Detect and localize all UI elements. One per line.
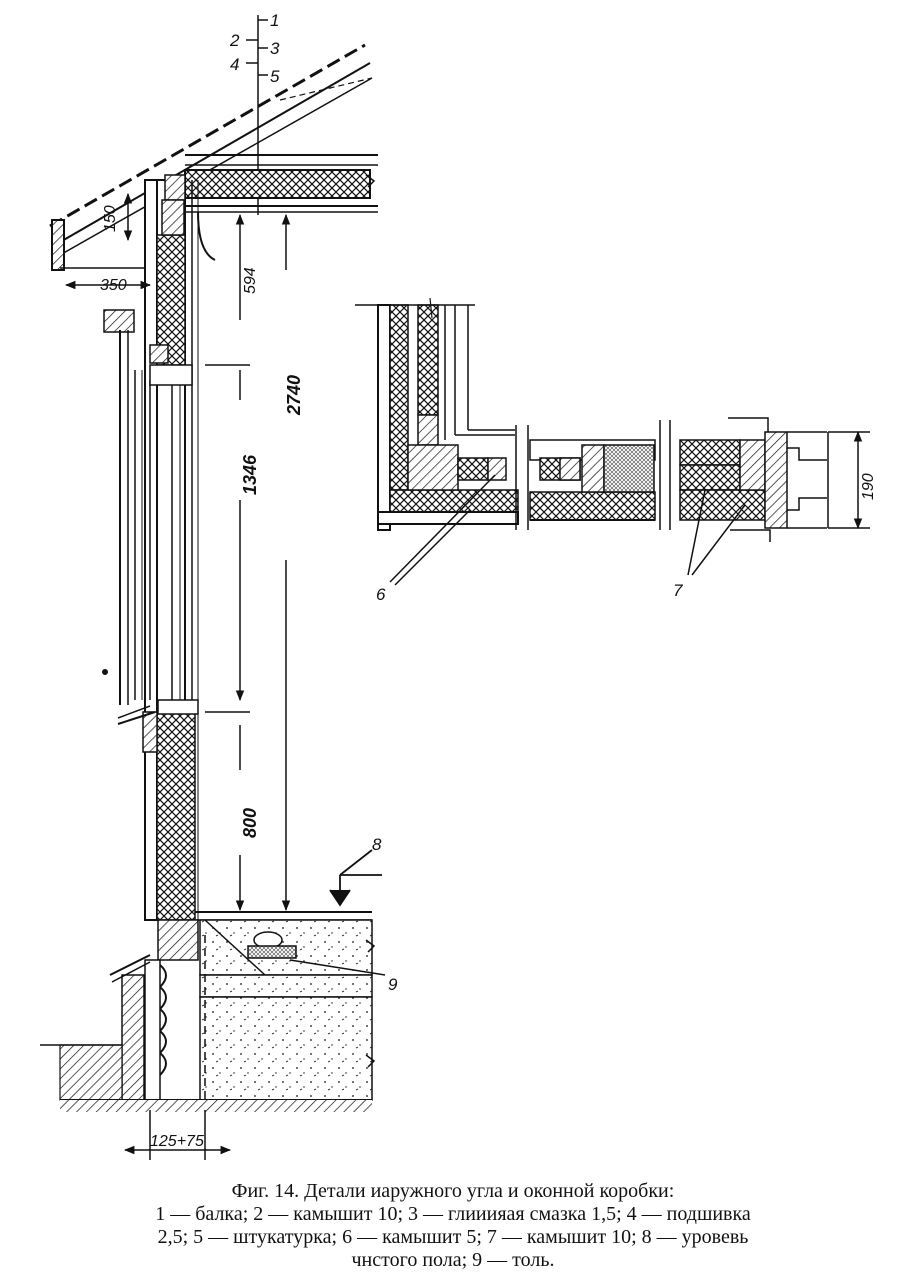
floor-level-marker bbox=[329, 849, 382, 907]
dim-190-lines bbox=[828, 430, 870, 530]
floor-foundation bbox=[40, 911, 376, 1112]
dim-125-75: 125+75 bbox=[150, 1133, 204, 1150]
caption-legend-line-1: 1 — балка; 2 — камышит 10; 3 — глииияая … bbox=[155, 1203, 751, 1225]
dim-350: 350 bbox=[100, 277, 127, 294]
label-2: 2 bbox=[229, 31, 240, 50]
label-4: 4 bbox=[230, 55, 239, 74]
label-6: 6 bbox=[376, 585, 386, 604]
label-7: 7 bbox=[673, 581, 683, 600]
dim-190: 190 bbox=[860, 473, 877, 500]
vertical-dimensions bbox=[64, 192, 291, 912]
label-3: 3 bbox=[270, 39, 280, 58]
window-frame bbox=[102, 309, 199, 725]
dim-594: 594 bbox=[242, 267, 259, 294]
dim-150: 150 bbox=[102, 205, 119, 232]
label-8: 8 bbox=[372, 835, 382, 854]
bottom-dimension bbox=[123, 1110, 232, 1160]
caption-legend-line-2: 2,5; 5 — штукатурка; 6 — камышит 5; 7 — … bbox=[157, 1226, 749, 1248]
caption-legend-line-3: чнстого пола; 9 — толь. bbox=[351, 1249, 555, 1271]
caption-title: Фиг. 14. Детали иаружного угла и оконной… bbox=[231, 1180, 675, 1202]
label-5: 5 bbox=[270, 67, 280, 86]
ceiling bbox=[184, 154, 378, 261]
corner-detail-plan bbox=[355, 297, 829, 542]
main-wall bbox=[142, 174, 199, 921]
dim-800: 800 bbox=[240, 808, 260, 838]
leaders-6-7 bbox=[389, 474, 746, 586]
label-1: 1 bbox=[270, 11, 279, 30]
leader-9 bbox=[289, 959, 386, 976]
label-9: 9 bbox=[388, 975, 398, 994]
construction-detail-drawing: 1 2 3 4 5 bbox=[40, 11, 877, 1160]
dim-1346: 1346 bbox=[240, 454, 260, 495]
dim-2740: 2740 bbox=[284, 375, 304, 416]
figure-caption: Фиг. 14. Детали иаружного угла и оконной… bbox=[0, 1180, 906, 1272]
roof-eaves bbox=[49, 43, 373, 271]
